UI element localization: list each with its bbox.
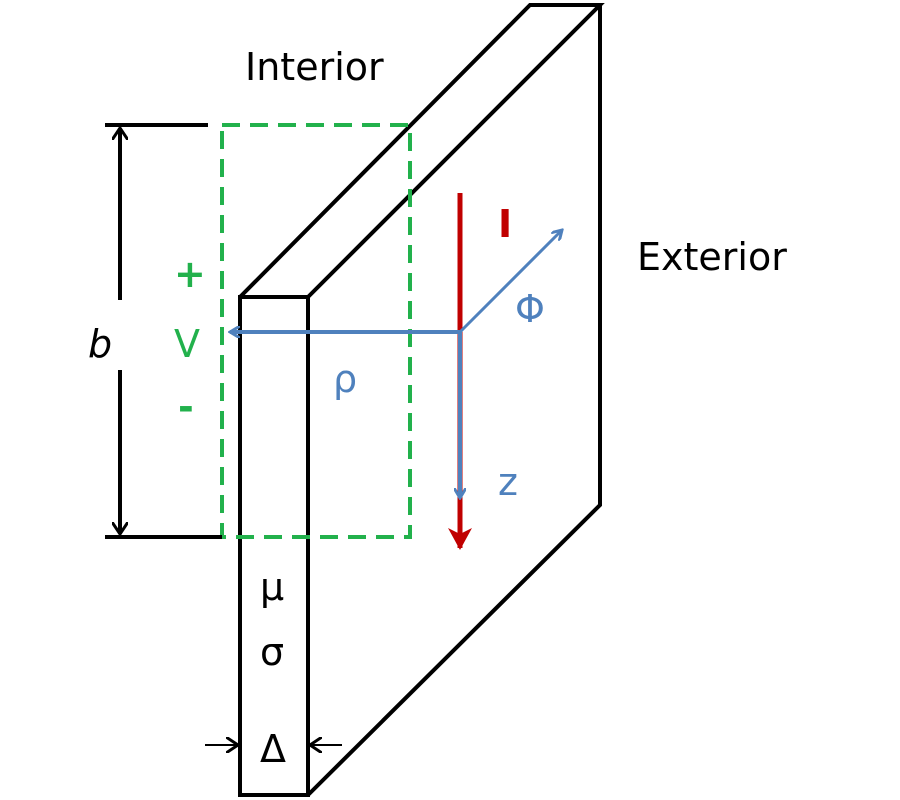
phi-axis: [458, 230, 562, 334]
z-label: z: [498, 460, 518, 504]
dimension-b: [105, 123, 222, 539]
v-label: V: [174, 322, 200, 366]
slab-top-face: [238, 3, 605, 299]
phi-label: Φ: [515, 287, 545, 331]
exterior-label: Exterior: [637, 235, 787, 279]
interior-label: Interior: [245, 45, 384, 89]
minus-label: -: [178, 385, 194, 429]
mu-label: μ: [260, 565, 284, 609]
slab-side-face: [306, 5, 602, 797]
rho-label: ρ: [333, 357, 357, 401]
delta-label: Δ: [260, 727, 286, 771]
b-label: b: [88, 322, 112, 366]
slab-front-face: [238, 295, 310, 797]
plus-label: +: [174, 252, 206, 296]
current-label: I: [498, 202, 512, 246]
slab: [238, 3, 605, 797]
sigma-label: σ: [260, 630, 284, 674]
coordinate-axes: [230, 230, 562, 498]
